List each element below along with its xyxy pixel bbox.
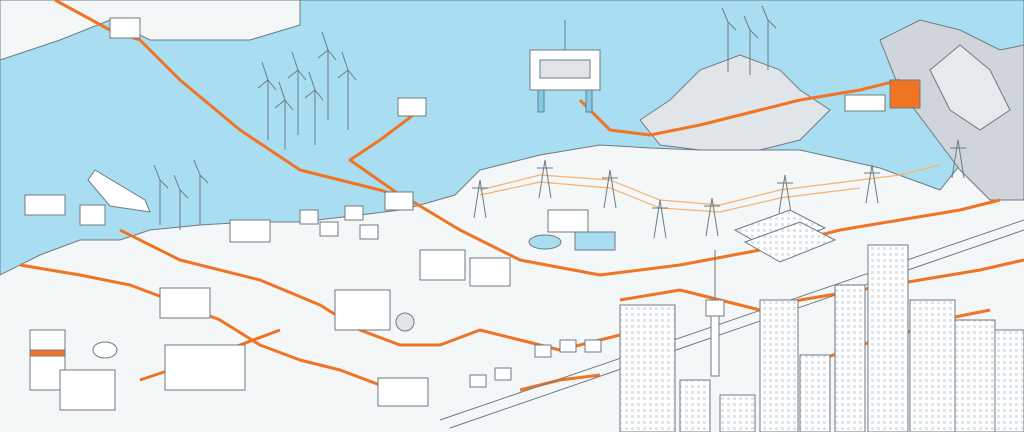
pylon-icon xyxy=(704,197,720,237)
tower-building xyxy=(834,284,866,432)
water-treatment-plant xyxy=(528,209,616,251)
wind-turbine-icon xyxy=(153,164,169,225)
refinery-tank xyxy=(395,312,415,332)
wind-turbine-icon xyxy=(287,51,307,135)
warehouse xyxy=(229,219,271,243)
power-plant xyxy=(419,249,466,281)
warehouse xyxy=(384,191,414,211)
wind-turbine-icon xyxy=(193,159,209,225)
power-plant-annex xyxy=(469,257,511,287)
wind-turbine-icon xyxy=(761,5,777,70)
tower-building xyxy=(759,299,799,432)
sea-area xyxy=(0,0,1024,276)
coast-spit xyxy=(0,0,301,61)
tower-building xyxy=(619,304,676,432)
pylon-icon xyxy=(652,199,668,239)
tv-tower xyxy=(705,250,725,377)
wind-turbine-icon xyxy=(257,61,277,140)
pylon-icon xyxy=(950,139,966,179)
substation xyxy=(164,344,246,391)
industrial-zone xyxy=(159,191,511,407)
wind-turbine-icon xyxy=(337,51,357,130)
residential-houses xyxy=(299,205,602,388)
wind-turbine-icon xyxy=(743,15,759,75)
wind-turbine-icon xyxy=(304,71,324,145)
city-skyline xyxy=(619,244,1024,432)
mountain-wind-turbines xyxy=(721,5,777,75)
tower-building xyxy=(679,379,711,432)
offshore-wind-farm xyxy=(257,31,427,150)
coastal-wind-turbines xyxy=(153,159,209,230)
offshore-substation xyxy=(397,97,427,117)
refinery xyxy=(334,289,391,331)
pylon-icon xyxy=(537,159,553,199)
wind-turbine-icon xyxy=(721,7,737,72)
tower-building xyxy=(994,329,1024,432)
factory xyxy=(159,287,211,319)
transmission-towers xyxy=(472,139,966,239)
oil-platform xyxy=(529,20,601,113)
tower-building xyxy=(954,319,996,432)
pump-house xyxy=(109,17,141,39)
wind-turbine-icon xyxy=(173,174,189,230)
pylon-icon xyxy=(602,169,618,209)
mountain-peak xyxy=(929,44,1011,131)
solar-farm xyxy=(733,209,837,263)
cargo-ship xyxy=(87,169,151,213)
tower-building xyxy=(909,299,956,432)
depot xyxy=(377,377,429,407)
pylon-icon xyxy=(777,174,793,214)
tower-building xyxy=(867,244,909,432)
tower-building xyxy=(799,354,831,432)
nuclear-plant xyxy=(29,329,118,411)
pylon-icon xyxy=(864,164,880,204)
hydro-dam xyxy=(844,79,921,112)
railway xyxy=(439,219,1024,429)
wind-turbine-icon xyxy=(274,81,294,150)
harbor xyxy=(24,169,151,226)
pylon-icon xyxy=(472,179,488,219)
tower-building xyxy=(719,394,756,432)
wind-turbine-icon xyxy=(317,31,337,120)
